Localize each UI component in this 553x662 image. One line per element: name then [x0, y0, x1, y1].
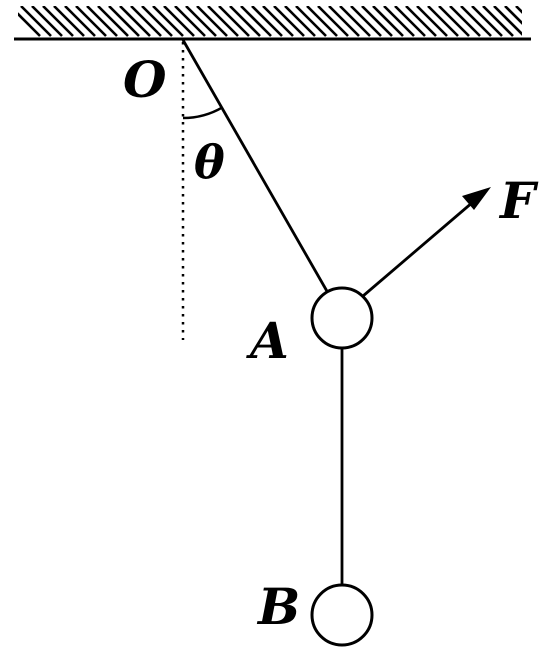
hatch-mark	[416, 6, 448, 37]
hatch-mark	[42, 6, 74, 37]
hatch-mark	[471, 6, 503, 37]
hatch-mark	[449, 6, 481, 37]
ball-a	[310, 286, 374, 350]
hatch-mark	[350, 6, 382, 37]
ball-b	[310, 583, 374, 647]
hatch-mark	[317, 6, 349, 37]
hatch-mark	[185, 6, 217, 37]
hatch-mark	[75, 6, 107, 37]
force-arrow-shaft	[362, 194, 481, 298]
hatch-mark	[262, 6, 294, 37]
hatch-mark	[97, 6, 129, 37]
ceiling-hatching	[18, 6, 553, 37]
hatch-mark	[119, 6, 151, 37]
hatch-mark	[174, 6, 206, 37]
string-oa	[181, 39, 330, 294]
hatch-mark	[328, 6, 360, 37]
label-pivot-o: O	[123, 50, 167, 109]
hatch-mark	[18, 12, 41, 37]
hatch-mark	[394, 6, 426, 37]
hatch-mark	[20, 6, 52, 37]
hatch-mark	[207, 6, 239, 37]
hatch-mark	[504, 6, 522, 25]
hatch-mark	[229, 6, 261, 37]
hatch-mark	[218, 6, 250, 37]
hatch-mark	[383, 6, 415, 37]
hatch-mark	[284, 6, 316, 37]
hatch-mark	[152, 6, 184, 37]
label-ball-b: B	[256, 577, 300, 636]
label-force-f: F	[498, 171, 539, 230]
hatch-mark	[53, 6, 85, 37]
hatch-mark	[339, 6, 371, 37]
hatch-mark	[493, 6, 522, 36]
hatch-mark	[31, 6, 63, 37]
hatch-mark	[372, 6, 404, 37]
hatch-mark	[251, 6, 283, 37]
hatch-mark	[196, 6, 228, 37]
hatch-mark	[405, 6, 437, 37]
hatch-mark	[108, 6, 140, 37]
hatch-mark	[538, 6, 553, 36]
hatch-mark	[141, 6, 173, 37]
hatch-mark	[273, 6, 305, 37]
label-ball-a: A	[246, 311, 289, 370]
hatch-mark	[163, 6, 195, 37]
hatch-mark	[527, 6, 553, 36]
hatch-mark	[361, 6, 393, 37]
hatch-mark	[130, 6, 162, 37]
angle-arc	[182, 106, 224, 120]
hatch-mark	[64, 6, 96, 37]
hatch-mark	[295, 6, 327, 37]
hatch-mark	[438, 6, 470, 37]
force-arrow-head	[462, 187, 491, 210]
hatch-mark	[306, 6, 338, 37]
label-angle-theta: θ	[194, 135, 225, 189]
hatch-mark	[515, 6, 522, 14]
hatch-mark	[427, 6, 459, 37]
hatch-mark	[86, 6, 118, 37]
hatch-mark	[482, 6, 514, 37]
hatch-mark	[240, 6, 272, 37]
hatch-mark	[460, 6, 492, 37]
